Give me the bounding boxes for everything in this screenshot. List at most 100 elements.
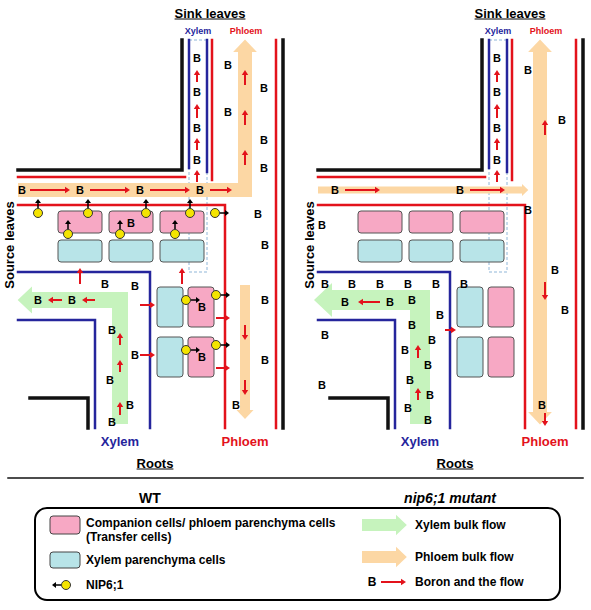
nip-arrow-head [143, 199, 149, 203]
boron-mark: B [341, 297, 349, 308]
phloem-wall [18, 205, 225, 428]
nip-arrow [221, 344, 226, 346]
nip-arrow [220, 212, 225, 214]
boron-flow-arrow [470, 189, 500, 191]
nip-arrow [189, 203, 191, 208]
boron-flow-arrow [210, 189, 227, 191]
boron-flow-arrow [79, 273, 81, 284]
boron-flow-arrow-head [358, 299, 363, 305]
boron-mark: B [424, 415, 432, 426]
boron-mark: B [318, 220, 326, 231]
nip-channel [62, 581, 71, 590]
boron-mark: B [193, 123, 201, 134]
vessel-label: Xylem [185, 27, 212, 36]
nip-arrow-head [172, 220, 178, 224]
companion-cell [58, 211, 102, 233]
nip-arrow [191, 349, 196, 351]
companion-cell [488, 287, 514, 327]
companion-cell [160, 211, 204, 233]
legend-text: Companion cells/ phloem parenchyma cells… [86, 516, 361, 544]
boron-flow-arrow [119, 338, 121, 345]
nip-arrow-head [35, 199, 41, 203]
boron-flow-arrow-head [415, 345, 421, 350]
legend-text: Xylem parenchyma cells [86, 553, 225, 567]
legend-frame [35, 508, 560, 600]
legend [35, 508, 560, 600]
separator-line [8, 477, 583, 479]
region-title: Source leaves [3, 201, 16, 288]
xylem-parenchyma-cell [58, 240, 102, 262]
xylem-wall [188, 40, 191, 168]
boron-mark: B [261, 295, 269, 306]
boron-mark: B [408, 295, 416, 306]
nip-channel [182, 346, 191, 355]
nip-arrow-head [226, 342, 230, 348]
nip-arrow-head [225, 210, 229, 216]
boron-mark: B [538, 400, 546, 411]
nip-channel [212, 291, 221, 300]
boron-mark: B [493, 123, 501, 134]
companion-cell [358, 211, 402, 233]
tissue-boundary [318, 40, 482, 170]
xylem-parenchyma-cell [460, 240, 504, 262]
region-title: Sink leaves [175, 7, 246, 20]
boron-flow-arrow-head [242, 150, 248, 155]
boron-mark: B [127, 218, 135, 229]
boron-flow-arrow-head [242, 390, 248, 395]
boron-mark: B [428, 335, 436, 346]
boron-flow-arrow [496, 75, 498, 82]
boron-mark: B [493, 87, 501, 98]
boron-mark: B [524, 205, 532, 216]
xylem-wall [206, 40, 209, 172]
nip-channel [182, 296, 191, 305]
vessel-label: Phloem [230, 27, 263, 36]
boron-mark: B [224, 107, 232, 118]
boron-mark: B [106, 375, 114, 386]
phloem-bulk-flow-head [237, 410, 254, 419]
xylem-wall [318, 320, 395, 428]
boron-flow-arrow [119, 407, 121, 415]
companion-cell [188, 287, 214, 327]
nip-arrow-head [85, 199, 91, 203]
boron-flow-arrow-head [117, 333, 123, 338]
boron-flow-arrow-head [227, 187, 232, 193]
phloem-bulk-flow [318, 187, 522, 194]
panel-title: WT [139, 491, 161, 505]
boron-flow-arrow [544, 413, 546, 421]
boron-flow-arrow [87, 299, 95, 301]
nip-arrow [174, 224, 176, 229]
boron-flow-arrow-head [542, 120, 548, 125]
boron-flow-arrow [544, 125, 546, 135]
boron-flow-arrow [140, 354, 150, 356]
boron-flow-arrow [445, 329, 451, 331]
nip-channel [211, 209, 220, 218]
boron-flow-arrow [417, 393, 419, 400]
boron-mark: B [261, 355, 269, 366]
boron-mark: B [524, 65, 532, 76]
boron-mark: B [331, 185, 339, 196]
boron-mark: B [260, 135, 268, 146]
xylem-channel [189, 40, 207, 272]
phloem-bulk-flow-head [522, 184, 528, 196]
boron-mark: B [424, 360, 432, 371]
boron-mark: B [198, 352, 206, 363]
vessel-label: Phloem [530, 27, 563, 36]
nip-arrow [145, 203, 147, 208]
boron-mark: B [408, 320, 416, 331]
boron-flow-arrow [196, 175, 198, 182]
vessel-label: Phloem [222, 435, 269, 448]
boron-mark: B [460, 279, 468, 290]
boron-flow-arrow-head [401, 579, 406, 585]
boron-mark: B [551, 265, 559, 276]
nip-arrow-head [226, 292, 230, 298]
boron-flow-arrow [30, 189, 65, 191]
boron-mark: B [432, 279, 440, 290]
phloem-wall [275, 40, 278, 428]
tissue-boundary [281, 40, 285, 428]
nip-arrow-head [52, 582, 56, 588]
boron-flow-arrow-head [242, 335, 248, 340]
nip-channel [142, 209, 151, 218]
xylem-wall [506, 40, 509, 172]
boron-flow-arrow-head [194, 104, 200, 109]
